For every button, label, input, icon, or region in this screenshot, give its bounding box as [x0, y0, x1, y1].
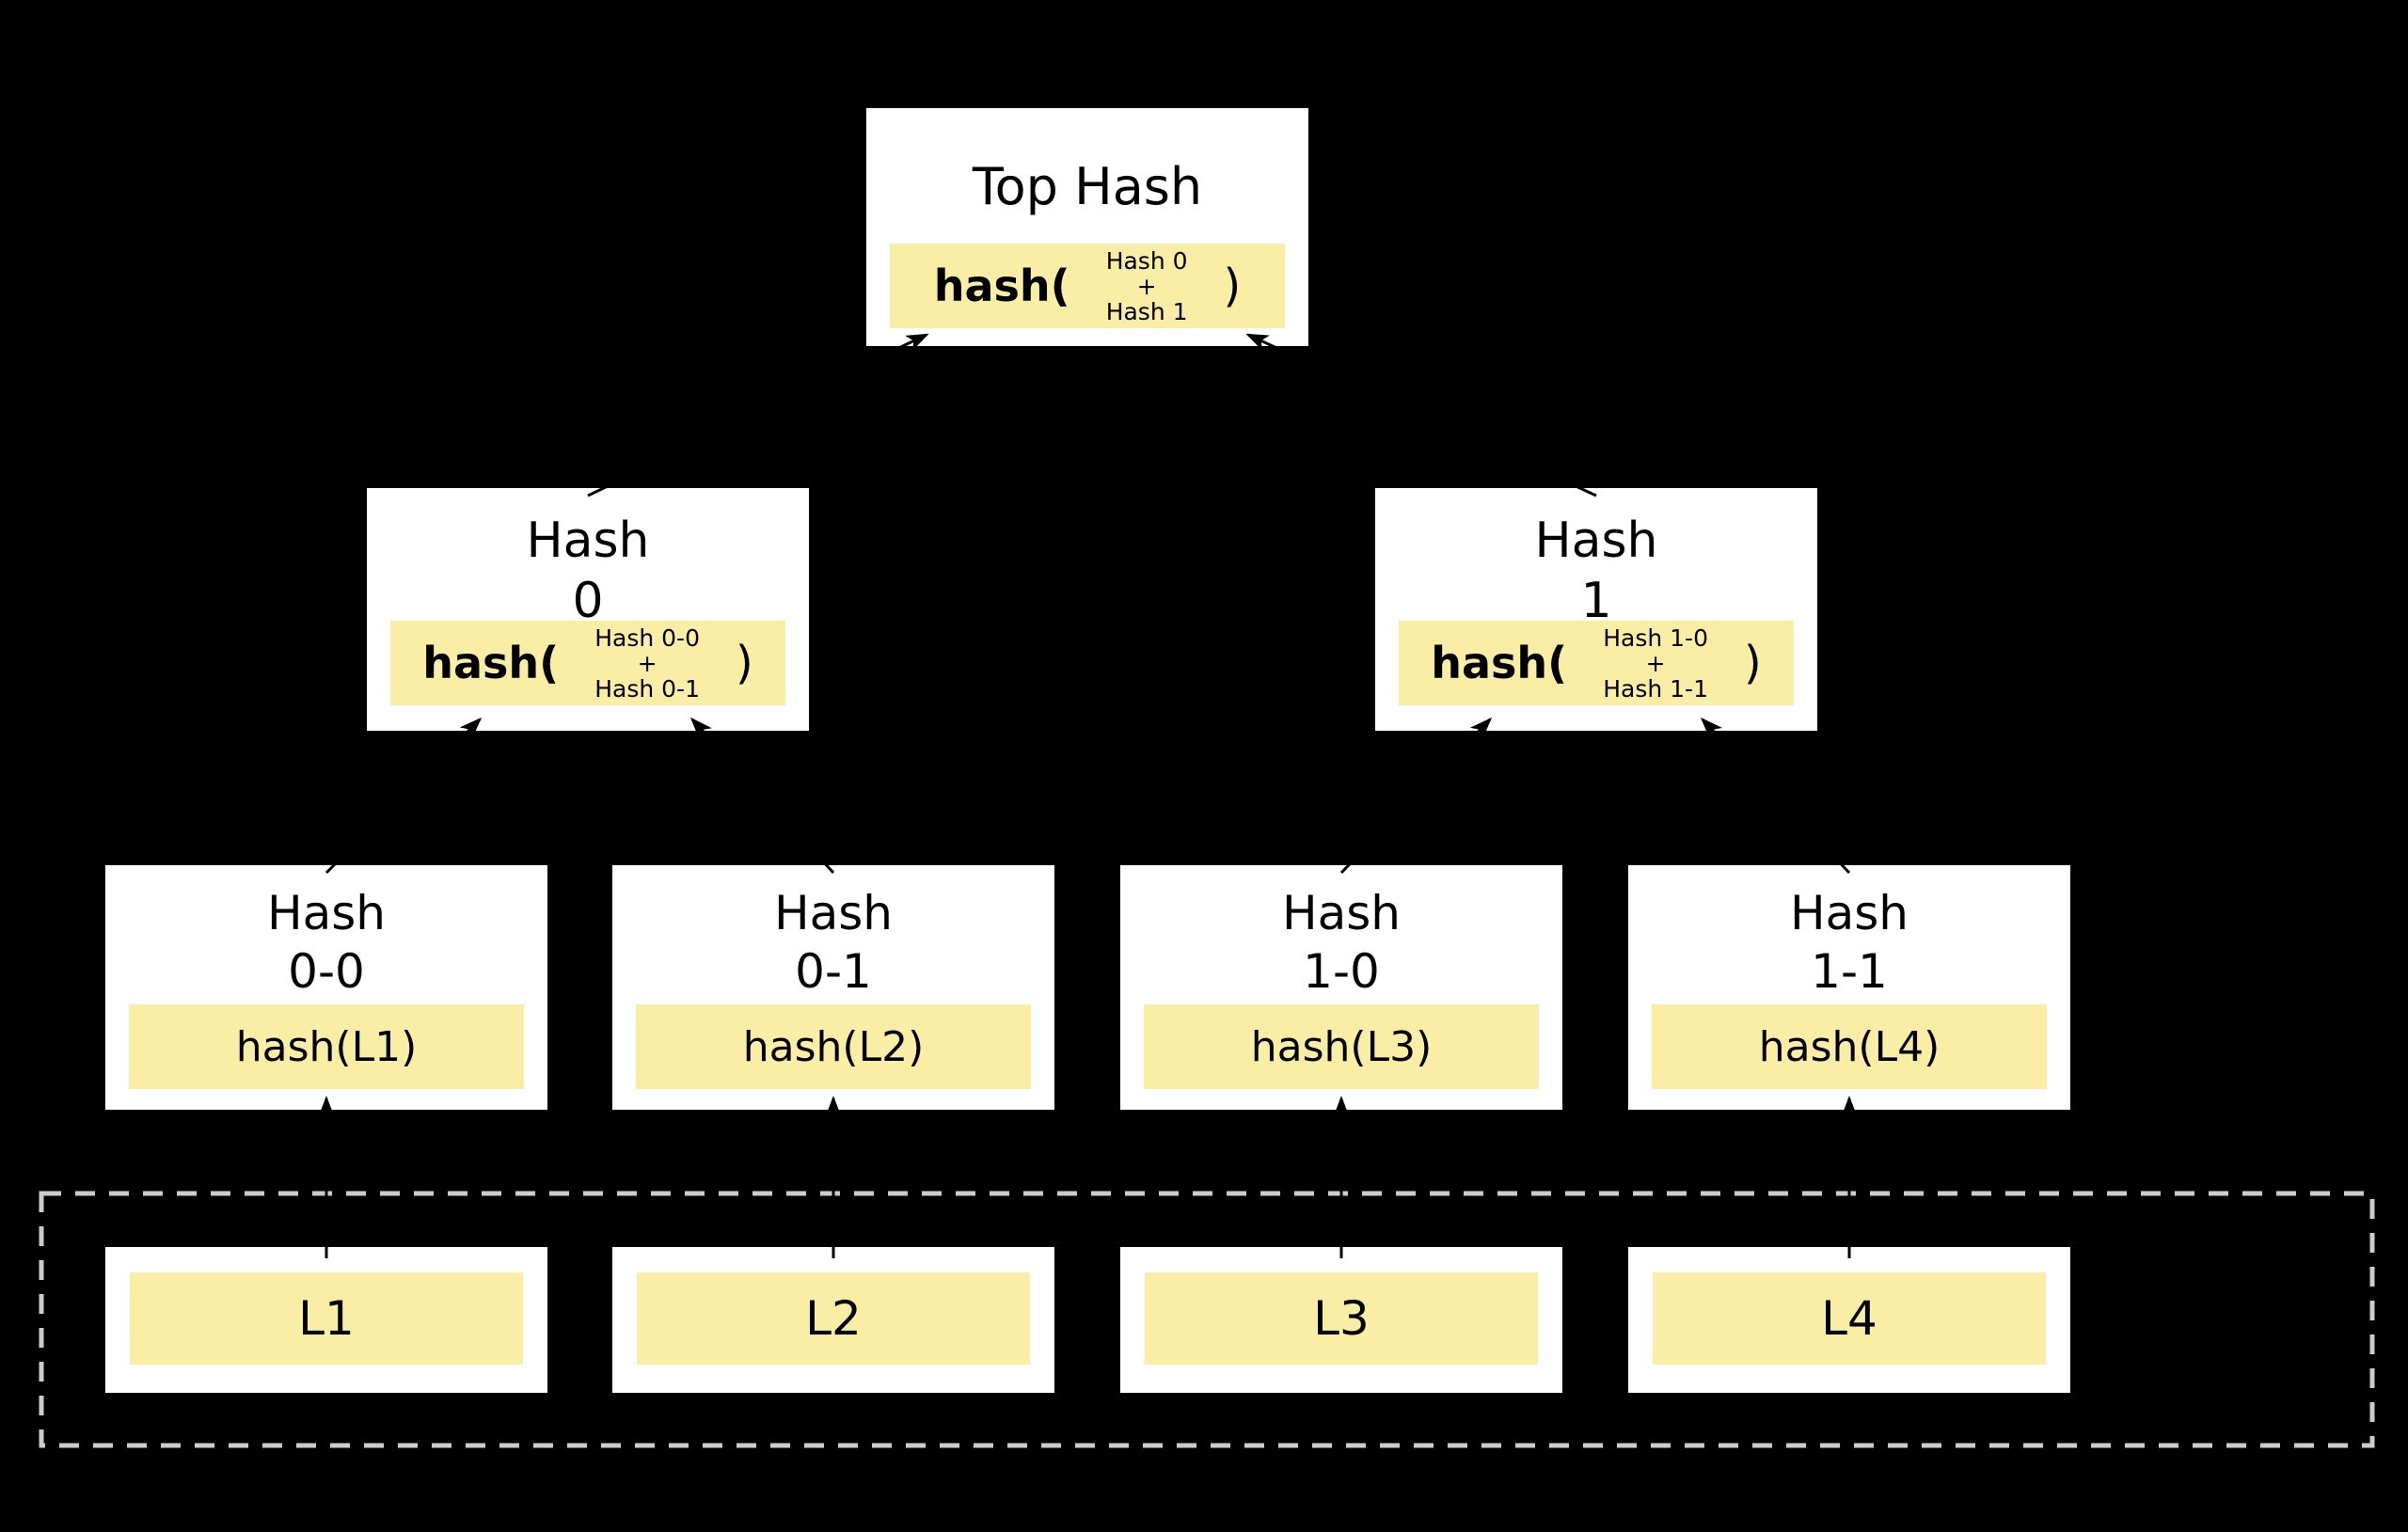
hash-formula: hash(L1)	[235, 1022, 418, 1071]
hash-operands: Hash 1-0 + Hash 1-1	[1603, 625, 1708, 702]
node-top-hash: Top Hash hash( Hash 0 + Hash 1 )	[866, 108, 1308, 346]
hash-formula-band: hash( Hash 0-0 + Hash 0-1 )	[390, 621, 785, 705]
data-block-label: L1	[298, 1291, 355, 1346]
node-title: Hash 0-1	[774, 886, 893, 999]
hash-formula: hash( Hash 0-0 + Hash 0-1 )	[422, 625, 752, 702]
node-title: Hash 1-1	[1790, 886, 1909, 999]
node-title: Top Hash	[972, 157, 1203, 216]
data-block-band: L4	[1653, 1272, 2046, 1365]
data-block-l2: L2	[612, 1247, 1054, 1393]
hash-fn-open: hash(	[422, 638, 560, 688]
arrow-hash-0-0-to-hash-0	[325, 717, 483, 875]
arrow-hash-0-1-to-hash-0	[689, 717, 835, 875]
data-block-l1: L1	[105, 1247, 547, 1393]
hash-fn-close: )	[1223, 260, 1242, 312]
data-block-band: L1	[130, 1272, 523, 1365]
operand-1: Hash 1-0	[1603, 624, 1708, 652]
operand-2: Hash 1	[1105, 297, 1188, 325]
data-block-label: L3	[1313, 1291, 1370, 1346]
hash-fn-open: hash(	[933, 261, 1070, 311]
node-title: Hash 0-0	[267, 886, 386, 999]
hash-formula-band: hash( Hash 0 + Hash 1 )	[890, 244, 1285, 328]
node-title: Hash 1	[1534, 513, 1658, 629]
hash-formula: hash(L2)	[742, 1022, 925, 1071]
operator-plus: +	[637, 649, 657, 677]
node-hash-1-0: Hash 1-0 hash(L3)	[1120, 865, 1562, 1110]
hash-fn-close: )	[736, 637, 753, 689]
node-title: Hash 0	[526, 513, 650, 629]
arrow-hash-1-to-top-hash	[1245, 333, 1597, 498]
hash-formula-band: hash(L2)	[636, 1004, 1031, 1089]
node-hash-1-1: Hash 1-1 hash(L4)	[1628, 865, 2070, 1110]
node-hash-0-1: Hash 0-1 hash(L2)	[612, 865, 1054, 1110]
arrow-hash-1-1-to-hash-1	[1700, 717, 1851, 875]
hash-formula-band: hash(L3)	[1144, 1004, 1539, 1089]
operand-1: Hash 0	[1105, 246, 1188, 275]
data-block-band: L3	[1145, 1272, 1538, 1365]
hash-formula: hash(L3)	[1250, 1022, 1433, 1071]
operator-plus: +	[1136, 272, 1157, 300]
node-hash-1: Hash 1 hash( Hash 1-0 + Hash 1-1 )	[1375, 488, 1817, 731]
hash-operands: Hash 0 + Hash 1	[1106, 248, 1188, 324]
hash-formula: hash( Hash 0 + Hash 1 )	[934, 248, 1242, 324]
data-block-l3: L3	[1120, 1247, 1562, 1393]
arrow-hash-0-to-top-hash	[587, 333, 929, 498]
hash-fn-close: )	[1744, 637, 1762, 689]
data-block-label: L4	[1821, 1291, 1877, 1346]
operand-2: Hash 1-1	[1603, 674, 1708, 703]
node-hash-0-0: Hash 0-0 hash(L1)	[105, 865, 547, 1110]
node-hash-0: Hash 0 hash( Hash 0-0 + Hash 0-1 )	[367, 488, 809, 731]
operand-1: Hash 0-0	[594, 624, 700, 652]
node-title: Hash 1-0	[1282, 886, 1401, 999]
data-block-l4: L4	[1628, 1247, 2070, 1393]
hash-formula-band: hash(L1)	[129, 1004, 524, 1089]
operator-plus: +	[1645, 649, 1666, 677]
hash-formula: hash(L4)	[1758, 1022, 1941, 1071]
hash-formula: hash( Hash 1-0 + Hash 1-1 )	[1431, 625, 1761, 702]
hash-formula-band: hash( Hash 1-0 + Hash 1-1 )	[1399, 621, 1794, 705]
hash-fn-open: hash(	[1431, 638, 1568, 688]
operand-2: Hash 0-1	[594, 674, 700, 703]
data-block-band: L2	[637, 1272, 1030, 1365]
arrow-hash-1-0-to-hash-1	[1339, 717, 1493, 875]
data-block-label: L2	[805, 1291, 862, 1346]
hash-operands: Hash 0-0 + Hash 0-1	[594, 625, 700, 702]
hash-formula-band: hash(L4)	[1652, 1004, 2047, 1089]
